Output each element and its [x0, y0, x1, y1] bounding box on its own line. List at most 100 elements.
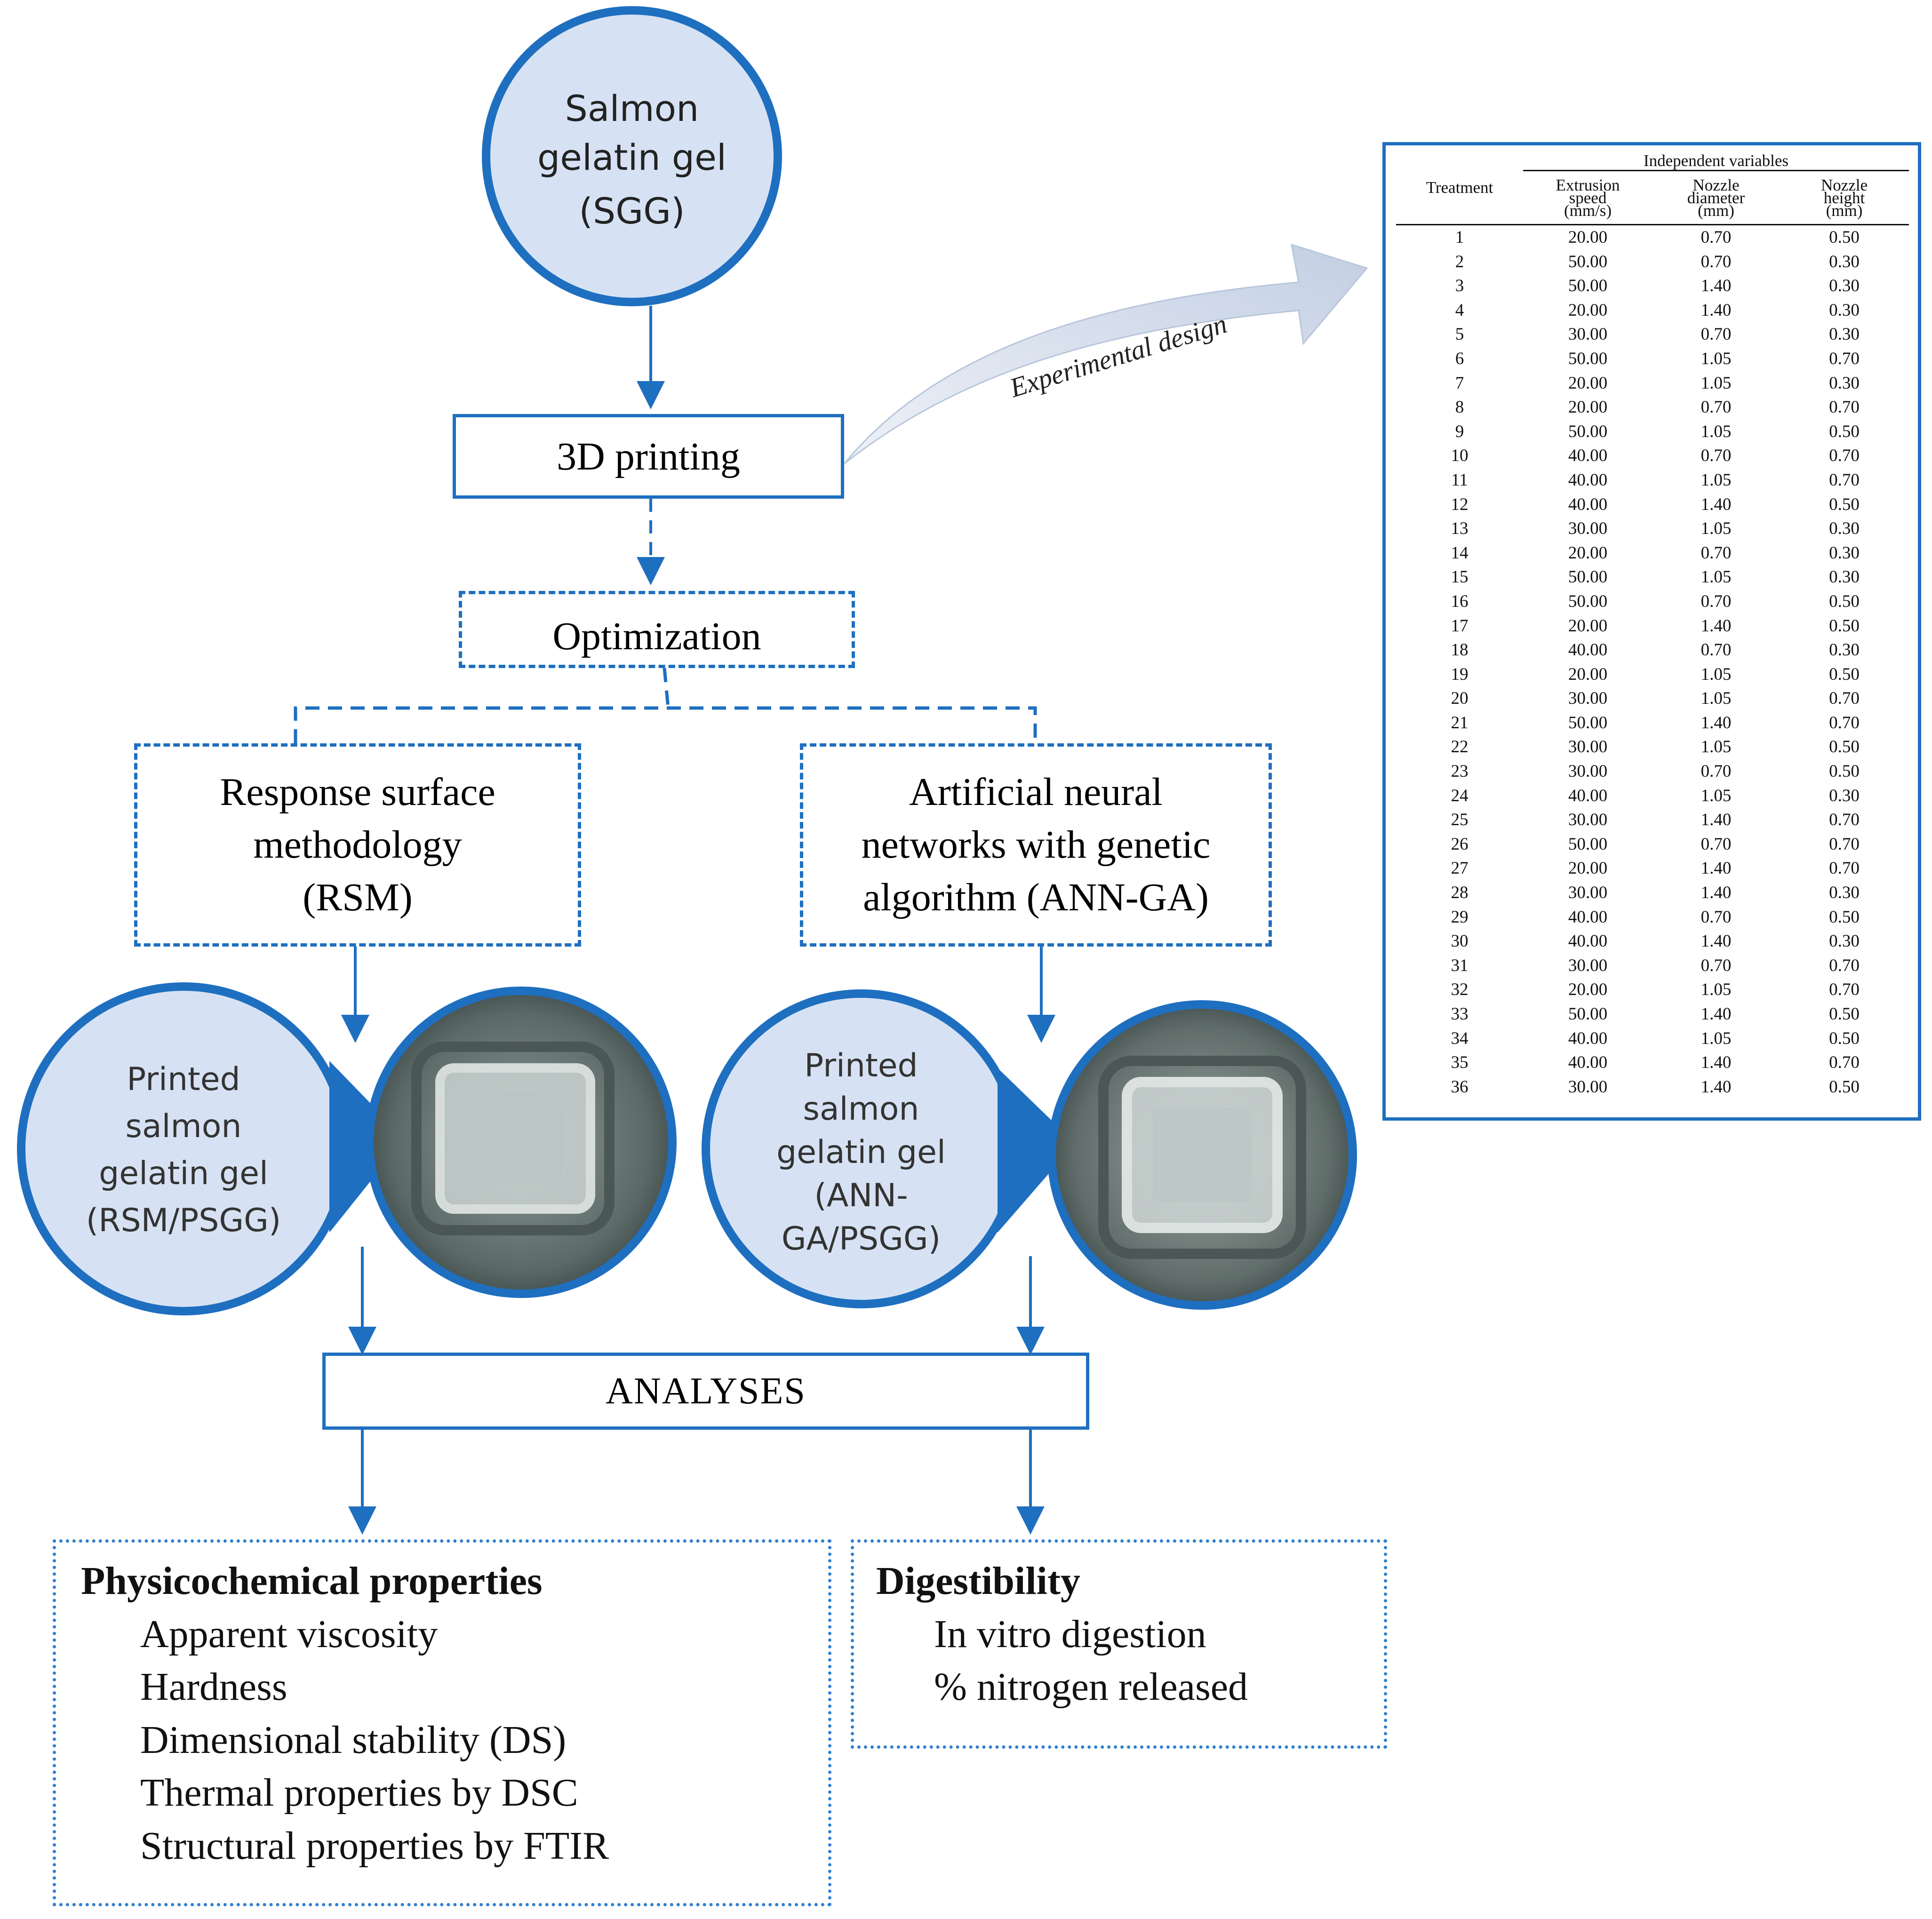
sgg-line2: gelatin gel [537, 136, 727, 178]
rsm-psgg-line4: (RSM/PSGG) [86, 1202, 281, 1239]
treatment-cell: 31 [1451, 956, 1469, 975]
value-cell: 40.00 [1568, 470, 1608, 490]
value-cell: 1.40 [1700, 300, 1732, 320]
column-header-line: speed [1569, 188, 1607, 207]
group-header: Independent variables [1523, 151, 1909, 171]
experimental-design-table: Treatment Independent variables Extrusio… [1382, 142, 1921, 1121]
value-cell: 30.00 [1568, 325, 1608, 344]
value-cell: 1.05 [1700, 373, 1732, 393]
value-cell: 30.00 [1568, 519, 1608, 539]
value-cell: 1.05 [1700, 786, 1732, 805]
value-cell: 40.00 [1568, 907, 1608, 927]
value-cell: 50.00 [1568, 276, 1608, 296]
column-header-line: Nozzle [1692, 175, 1740, 194]
treatment-cell: 34 [1451, 1028, 1469, 1048]
rsm-psgg-line1: Printed [127, 1061, 240, 1098]
value-cell: 0.50 [1829, 907, 1860, 927]
ann-psgg-line4: (ANN- [814, 1177, 908, 1214]
column-header-line: Nozzle [1820, 175, 1868, 194]
treatment-cell: 33 [1451, 1004, 1469, 1024]
value-cell: 0.30 [1829, 325, 1860, 344]
value-cell: 0.50 [1829, 737, 1860, 757]
value-cell: 0.70 [1829, 980, 1860, 1000]
treatment-cell: 4 [1455, 300, 1464, 320]
treatment-cell: 15 [1451, 567, 1469, 587]
value-cell: 0.30 [1829, 276, 1860, 296]
experimental-design-arrow [844, 243, 1368, 464]
value-cell: 0.70 [1700, 956, 1732, 975]
treatment-cell: 10 [1451, 446, 1469, 466]
value-cell: 50.00 [1568, 252, 1608, 271]
3d-printing-label: 3D printing [557, 434, 740, 478]
value-cell: 0.50 [1829, 591, 1860, 611]
value-cell: 20.00 [1568, 228, 1608, 247]
value-cell: 1.05 [1700, 567, 1732, 587]
value-cell: 1.05 [1700, 519, 1732, 539]
treatment-cell: 9 [1455, 422, 1464, 441]
value-cell: 0.50 [1829, 762, 1860, 781]
value-cell: 1.40 [1700, 616, 1732, 636]
value-cell: 0.70 [1700, 907, 1732, 927]
value-cell: 0.50 [1829, 664, 1860, 684]
table-row: 31 30.00 0.70 0.70 [1396, 954, 1909, 978]
value-cell: 0.30 [1829, 883, 1860, 903]
value-cell: 1.40 [1700, 859, 1732, 878]
treatment-cell: 36 [1451, 1077, 1469, 1097]
column-header-line: Extrusion [1556, 175, 1620, 194]
value-cell: 0.70 [1700, 398, 1732, 417]
value-cell: 1.40 [1700, 276, 1732, 296]
ann-line2: networks with genetic [861, 823, 1211, 867]
value-cell: 0.70 [1829, 349, 1860, 368]
value-cell: 30.00 [1568, 737, 1608, 757]
value-cell: 1.40 [1700, 494, 1732, 514]
column-header-line: height [1823, 188, 1865, 207]
value-cell: 50.00 [1568, 349, 1608, 368]
value-cell: 0.50 [1829, 228, 1860, 247]
value-cell: 1.05 [1700, 737, 1732, 757]
value-cell: 20.00 [1568, 980, 1608, 1000]
value-cell: 0.70 [1700, 252, 1732, 271]
value-cell: 1.05 [1700, 689, 1732, 709]
value-cell: 0.70 [1829, 398, 1860, 417]
value-cell: 0.70 [1829, 810, 1860, 830]
value-cell: 0.70 [1829, 956, 1860, 975]
value-cell: 0.30 [1829, 567, 1860, 587]
value-cell: 0.70 [1700, 543, 1732, 563]
3d-printing-box: 3D printing [453, 414, 844, 499]
treatment-cell: 6 [1455, 349, 1464, 368]
value-cell: 20.00 [1568, 373, 1608, 393]
value-cell: 0.30 [1829, 252, 1860, 271]
value-cell: 0.70 [1829, 713, 1860, 733]
ann-psgg-line3: gelatin gel [776, 1134, 946, 1171]
value-cell: 1.05 [1700, 349, 1732, 368]
value-cell: 0.70 [1700, 834, 1732, 854]
value-cell: 0.70 [1829, 859, 1860, 878]
ann-psgg-line5: GA/PSGG) [781, 1220, 941, 1258]
value-cell: 30.00 [1568, 956, 1608, 975]
value-cell: 0.70 [1700, 228, 1732, 247]
treatment-cell: 24 [1451, 786, 1469, 805]
physicochemical-item: Hardness [140, 1665, 287, 1709]
treatment-cell: 14 [1451, 543, 1469, 563]
treatment-cell: 8 [1455, 398, 1464, 417]
value-cell: 0.70 [1829, 446, 1860, 466]
value-cell: 20.00 [1568, 543, 1608, 563]
value-cell: 1.40 [1700, 1053, 1732, 1073]
value-cell: 1.40 [1700, 1077, 1732, 1097]
value-cell: 1.40 [1700, 883, 1732, 903]
value-cell: 40.00 [1568, 446, 1608, 466]
value-cell: 40.00 [1568, 932, 1608, 951]
value-cell: 0.50 [1829, 616, 1860, 636]
column-header-line: (mm/s) [1564, 201, 1612, 220]
optimization-label: Optimization [552, 614, 761, 658]
rsm-box: Response surface methodology (RSM) [134, 743, 581, 947]
